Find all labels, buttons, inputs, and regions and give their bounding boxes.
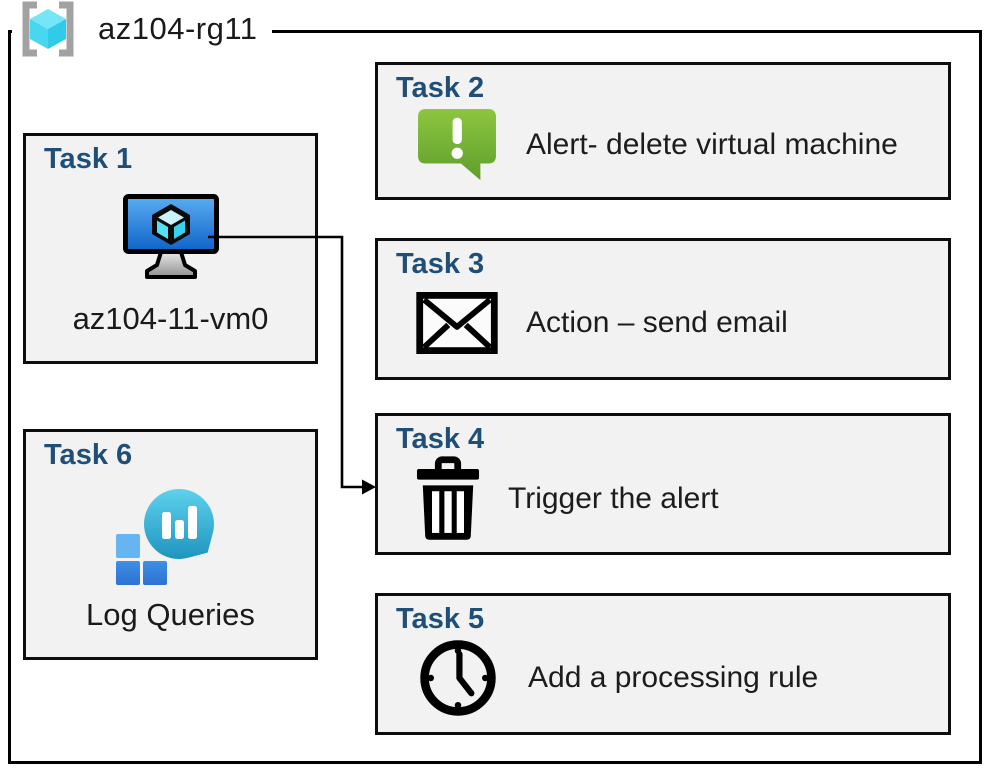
task4-label: Trigger the alert [508, 481, 719, 515]
task4-header: Task 4 [396, 423, 485, 455]
task2-box: Task 2 Alert- delete virtual machine [375, 62, 951, 200]
trash-icon [416, 456, 480, 542]
task1-label: az104-11-vm0 [72, 301, 269, 336]
resource-group-name: az104-rg11 [98, 11, 258, 46]
log-queries-icon [115, 481, 227, 587]
task6-header: Task 6 [44, 439, 133, 471]
virtual-machine-icon [122, 194, 219, 282]
task5-box: Task 5 Add a processing rule [375, 593, 951, 735]
resource-group-legend: az104-rg11 [12, 0, 272, 58]
task3-box: Task 3 Action – send email [375, 238, 951, 380]
clock-icon [416, 636, 500, 720]
task5-header: Task 5 [396, 603, 485, 635]
resource-group-icon [16, 1, 80, 57]
alert-message-icon [416, 107, 498, 183]
task3-header: Task 3 [396, 248, 485, 280]
task1-header: Task 1 [44, 143, 133, 175]
task6-label: Log Queries [86, 597, 255, 632]
task6-box: Task 6 [23, 429, 318, 660]
email-envelope-icon [416, 291, 498, 354]
task5-label: Add a processing rule [528, 660, 819, 694]
task1-box: Task 1 [23, 133, 318, 364]
task3-label: Action – send email [526, 305, 788, 339]
task4-box: Task 4 Trigger the alert [375, 413, 951, 555]
task2-header: Task 2 [396, 72, 485, 104]
task2-label: Alert- delete virtual machine [526, 127, 898, 161]
